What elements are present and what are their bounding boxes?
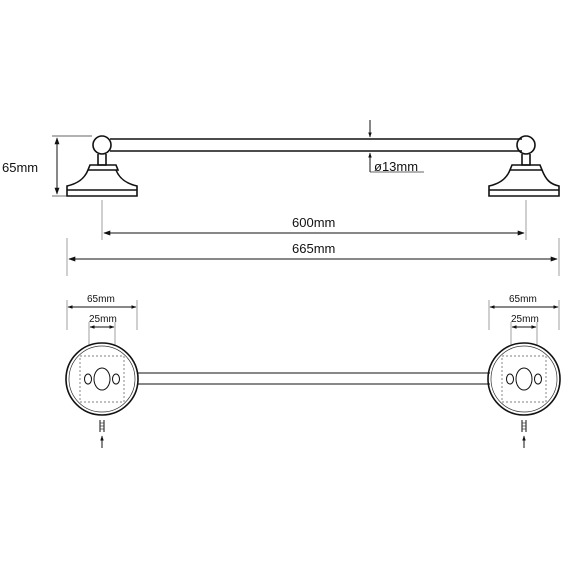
left-mount: 65mm 25mm bbox=[65, 294, 139, 448]
top-view: 65mm 25mm 65mm bbox=[65, 294, 561, 448]
rail-tube bbox=[110, 138, 522, 152]
total-length-label: 665mm bbox=[292, 241, 335, 256]
inner-span-dimension: 600mm bbox=[101, 200, 527, 240]
side-view: 65mm ø13mm 600mm 665mm bbox=[2, 120, 560, 276]
height-dimension: 65mm bbox=[2, 135, 92, 197]
right-hole-spacing-label: 25mm bbox=[511, 314, 539, 325]
right-bracket bbox=[488, 135, 560, 197]
left-hole-spacing-label: 25mm bbox=[89, 314, 117, 325]
diameter-label: ø13mm bbox=[374, 159, 418, 174]
right-plate-width-label: 65mm bbox=[509, 294, 537, 305]
height-label: 65mm bbox=[2, 160, 38, 175]
inner-span-label: 600mm bbox=[292, 215, 335, 230]
left-plate-width-label: 65mm bbox=[87, 294, 115, 305]
total-length-dimension: 665mm bbox=[66, 238, 560, 276]
right-mount: 65mm 25mm bbox=[487, 294, 561, 448]
diameter-dimension: ø13mm bbox=[368, 120, 424, 174]
top-rail bbox=[138, 372, 490, 385]
left-bracket bbox=[66, 135, 138, 197]
